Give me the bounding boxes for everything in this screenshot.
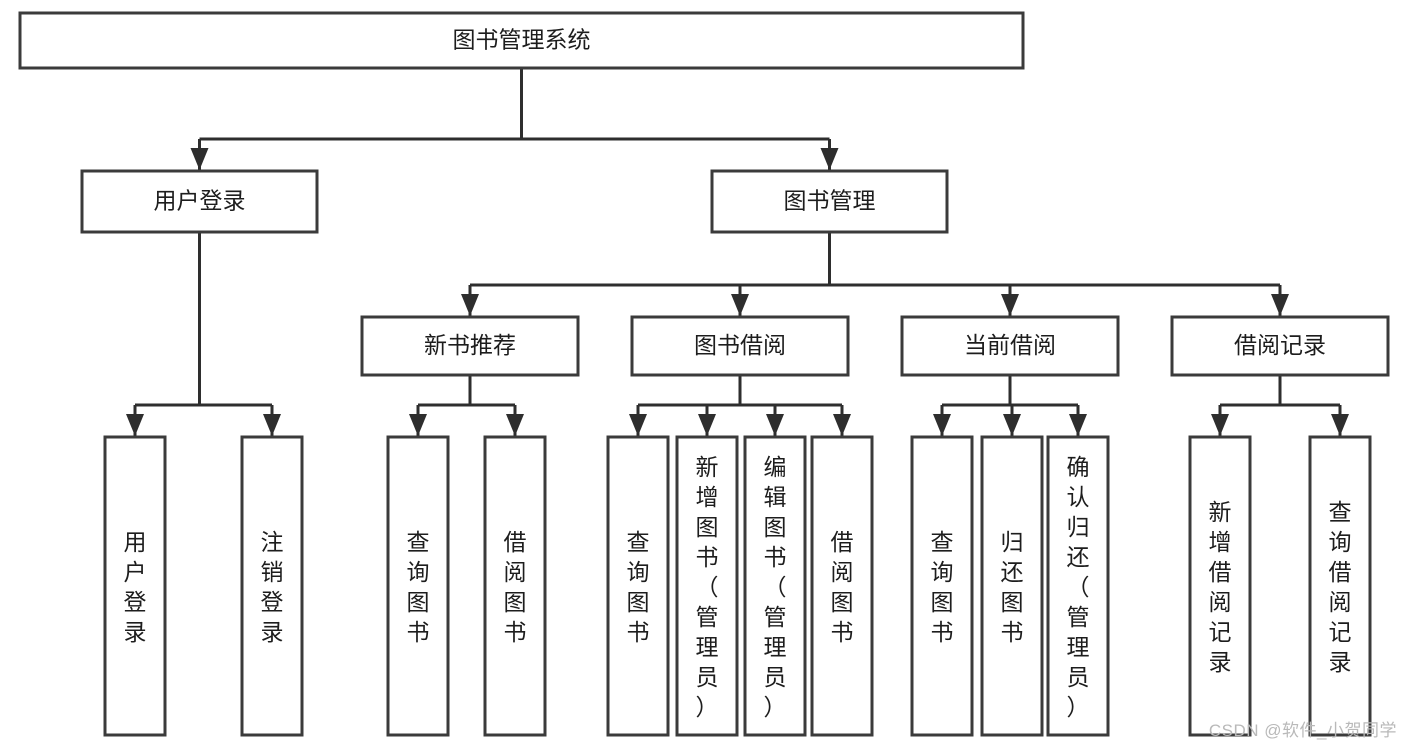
node-label: 图书管理 xyxy=(784,188,876,214)
node-box xyxy=(1188,435,1252,737)
node-box xyxy=(900,315,1120,377)
node-label: 查询图书 xyxy=(627,529,650,645)
node-label: 编辑图书（管理员） xyxy=(764,454,787,720)
node-box xyxy=(910,435,974,737)
node-current-borrow[interactable]: 当前借阅 xyxy=(900,315,1120,377)
arrow-head-icon xyxy=(409,414,427,436)
connector-root xyxy=(190,68,839,170)
node-layer: 图书管理系统用户登录图书管理新书推荐图书借阅当前借阅借阅记录用户登录注销登录查询… xyxy=(18,11,1390,737)
node-label: 归还图书 xyxy=(1001,529,1024,645)
node-label: 新增图书（管理员） xyxy=(696,454,719,720)
node-leaf-return-book[interactable]: 归还图书 xyxy=(980,435,1044,737)
node-leaf-add-record[interactable]: 新增借阅记录 xyxy=(1188,435,1252,737)
connector-book-borrow xyxy=(629,375,851,436)
node-leaf-borrow-book-b[interactable]: 借阅图书 xyxy=(810,435,874,737)
arrow-head-icon xyxy=(698,414,716,436)
node-box xyxy=(483,435,547,737)
node-leaf-edit-book[interactable]: 编辑图书（管理员） xyxy=(743,435,807,737)
node-leaf-query-book-b[interactable]: 查询图书 xyxy=(606,435,670,737)
connector-current-borrow xyxy=(933,375,1087,436)
node-leaf-query-record[interactable]: 查询借阅记录 xyxy=(1308,435,1372,737)
arrow-head-icon xyxy=(1211,414,1229,436)
node-leaf-query-book-c[interactable]: 查询图书 xyxy=(910,435,974,737)
node-box xyxy=(743,435,807,737)
node-box xyxy=(1170,315,1390,377)
node-box xyxy=(386,435,450,737)
arrow-head-icon xyxy=(629,414,647,436)
node-box xyxy=(240,435,304,737)
arrow-head-icon xyxy=(126,414,144,436)
node-box xyxy=(810,435,874,737)
arrow-head-icon xyxy=(263,414,281,436)
arrow-head-icon xyxy=(1001,294,1019,316)
node-label: 查询借阅记录 xyxy=(1329,499,1352,675)
node-root[interactable]: 图书管理系统 xyxy=(18,11,1025,70)
arrow-head-icon xyxy=(1003,414,1021,436)
node-box xyxy=(1046,435,1110,737)
node-box xyxy=(18,11,1025,70)
node-box xyxy=(360,315,580,377)
node-label: 查询图书 xyxy=(407,529,430,645)
connector-book-manage xyxy=(461,232,1289,316)
arrow-head-icon xyxy=(766,414,784,436)
node-box xyxy=(103,435,167,737)
node-label: 借阅图书 xyxy=(831,529,854,645)
node-label: 图书借阅 xyxy=(694,332,786,358)
arrow-head-icon xyxy=(731,294,749,316)
node-leaf-query-book-rec[interactable]: 查询图书 xyxy=(386,435,450,737)
connector-layer xyxy=(126,68,1349,436)
arrow-head-icon xyxy=(461,294,479,316)
node-leaf-confirm-return[interactable]: 确认归还（管理员） xyxy=(1046,435,1110,737)
node-label: 借阅图书 xyxy=(504,529,527,645)
node-book-manage[interactable]: 图书管理 xyxy=(710,169,949,234)
arrow-head-icon xyxy=(833,414,851,436)
node-label: 查询图书 xyxy=(931,529,954,645)
node-box xyxy=(980,435,1044,737)
node-label: 确认归还（管理员） xyxy=(1067,454,1090,720)
node-box xyxy=(606,435,670,737)
arrow-head-icon xyxy=(1271,294,1289,316)
arrow-head-icon xyxy=(1069,414,1087,436)
node-box xyxy=(675,435,739,737)
node-label: 用户登录 xyxy=(154,188,246,214)
node-label: 注销登录 xyxy=(261,529,284,645)
connector-borrow-record xyxy=(1211,375,1349,436)
node-user-login[interactable]: 用户登录 xyxy=(80,169,319,234)
node-box xyxy=(80,169,319,234)
arrow-head-icon xyxy=(190,148,209,170)
node-label: 新增借阅记录 xyxy=(1209,499,1232,675)
node-label: 新书推荐 xyxy=(424,332,516,358)
node-book-borrow[interactable]: 图书借阅 xyxy=(630,315,850,377)
node-box xyxy=(710,169,949,234)
node-leaf-add-book[interactable]: 新增图书（管理员） xyxy=(675,435,739,737)
node-label: 用户登录 xyxy=(124,529,147,645)
node-leaf-user-login[interactable]: 用户登录 xyxy=(103,435,167,737)
arrow-head-icon xyxy=(1331,414,1349,436)
node-label: 图书管理系统 xyxy=(453,27,591,53)
node-borrow-record[interactable]: 借阅记录 xyxy=(1170,315,1390,377)
node-label: 当前借阅 xyxy=(964,332,1056,358)
connector-new-book-rec xyxy=(409,375,524,436)
connector-user-login xyxy=(126,232,281,436)
arrow-head-icon xyxy=(933,414,951,436)
node-box xyxy=(1308,435,1372,737)
arrow-head-icon xyxy=(820,148,839,170)
arrow-head-icon xyxy=(506,414,524,436)
node-new-book-rec[interactable]: 新书推荐 xyxy=(360,315,580,377)
node-box xyxy=(630,315,850,377)
node-label: 借阅记录 xyxy=(1234,332,1326,358)
node-leaf-borrow-book-rec[interactable]: 借阅图书 xyxy=(483,435,547,737)
node-leaf-logout[interactable]: 注销登录 xyxy=(240,435,304,737)
